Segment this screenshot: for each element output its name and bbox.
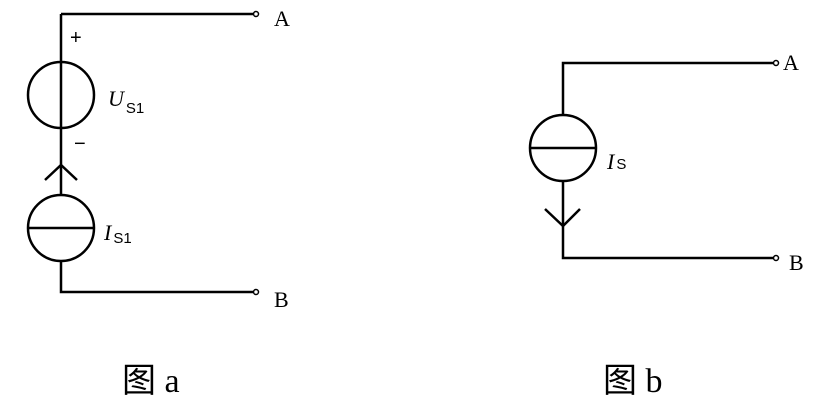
plus-sign: + bbox=[70, 27, 82, 49]
terminal-a-node-b bbox=[772, 59, 780, 67]
terminal-a-node bbox=[252, 10, 260, 18]
terminal-b-label: B bbox=[274, 287, 289, 312]
caption-b: 图 b bbox=[603, 363, 663, 400]
caption-a: 图 a bbox=[122, 363, 180, 400]
terminal-a-label: A bbox=[274, 6, 290, 31]
wire-bottom-a bbox=[59, 261, 254, 294]
terminal-b-node bbox=[252, 288, 260, 296]
minus-sign: − bbox=[74, 133, 86, 155]
arrow-up-icon bbox=[44, 163, 78, 181]
terminal-a-label-b: A bbox=[783, 50, 799, 75]
wire-top-b bbox=[561, 61, 774, 115]
wire-bottom-b bbox=[561, 181, 774, 260]
terminal-b-node-b bbox=[772, 254, 780, 262]
arrow-down-icon bbox=[544, 208, 581, 228]
wire-top-a bbox=[59, 12, 254, 62]
terminal-b-label-b: B bbox=[789, 250, 804, 275]
